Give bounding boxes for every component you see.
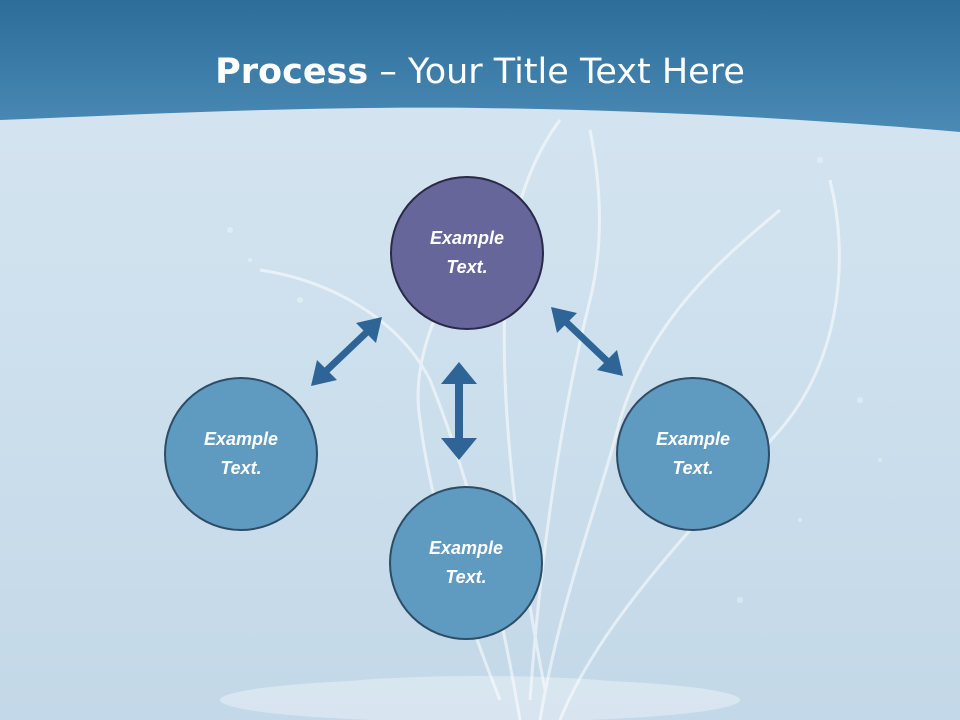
header-band bbox=[0, 0, 960, 132]
node-top-line1: Example bbox=[429, 228, 505, 248]
process-node-top[interactable]: Example Text. bbox=[390, 176, 544, 330]
water-droplets-decoration bbox=[220, 157, 882, 720]
process-node-bottom[interactable]: Example Text. bbox=[389, 486, 543, 640]
arrow-top-right bbox=[551, 307, 623, 376]
node-left-line1: Example bbox=[203, 429, 279, 449]
node-left-line2: Text. bbox=[220, 458, 262, 478]
node-right-line2: Text. bbox=[672, 458, 714, 478]
process-node-right[interactable]: Example Text. bbox=[616, 377, 770, 531]
arrow-vertical bbox=[441, 362, 477, 460]
node-right-line1: Example bbox=[655, 429, 731, 449]
node-top-line2: Text. bbox=[446, 257, 488, 277]
title-bold: Process bbox=[215, 52, 369, 92]
slide-title: Process – Your Title Text Here bbox=[0, 52, 960, 92]
process-node-left[interactable]: Example Text. bbox=[164, 377, 318, 531]
arrow-top-left bbox=[311, 317, 382, 386]
node-bottom-line1: Example bbox=[428, 538, 504, 558]
title-rest: – Your Title Text Here bbox=[368, 52, 745, 92]
node-bottom-line2: Text. bbox=[445, 567, 487, 587]
